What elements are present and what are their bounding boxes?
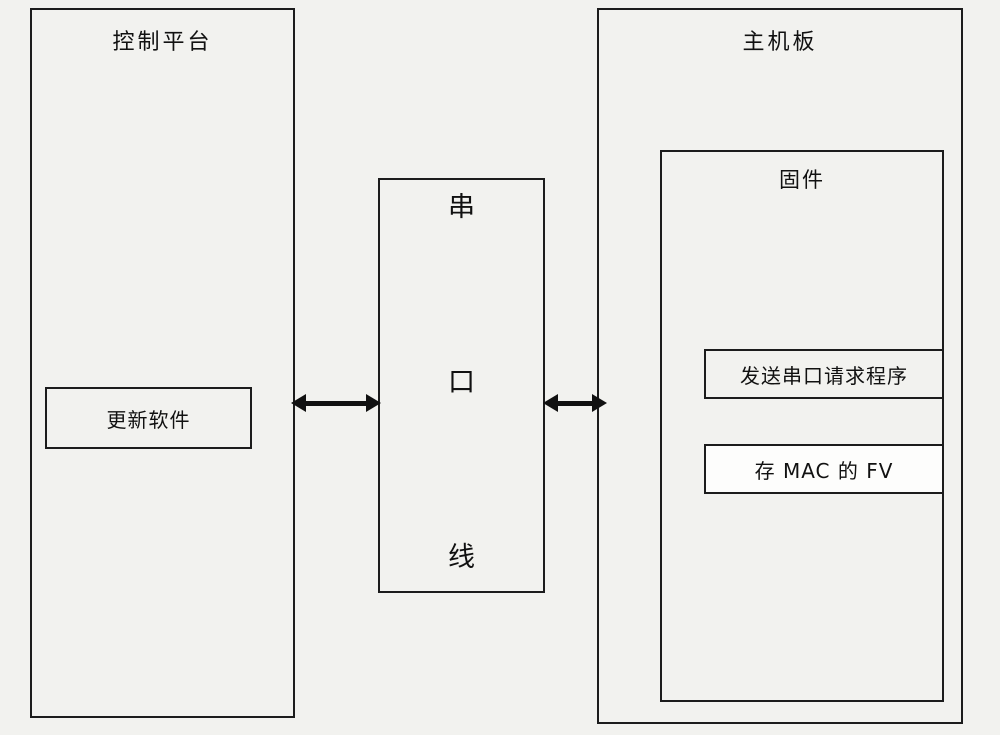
arrow-shaft [558, 400, 592, 406]
arrow-shaft [306, 400, 366, 406]
serial-cable-box: 串 口 线 [378, 178, 545, 593]
mac-fv-box: 存 MAC 的 FV [704, 444, 944, 494]
firmware-box: 固件 发送串口请求程序 存 MAC 的 FV [660, 150, 944, 702]
motherboard-title: 主机板 [742, 30, 818, 55]
serial-cable-char-2: 口 [448, 367, 475, 398]
update-software-box: 更新软件 [45, 387, 252, 449]
update-software-label: 更新软件 [106, 407, 191, 432]
bidirectional-arrow-left [291, 393, 381, 413]
arrowhead-right-icon [592, 394, 607, 412]
send-serial-request-box: 发送串口请求程序 [704, 349, 944, 399]
control-platform-box: 控制平台 更新软件 [30, 8, 295, 718]
send-serial-request-label: 发送串口请求程序 [740, 363, 908, 388]
serial-cable-char-3: 线 [448, 542, 475, 573]
firmware-title: 固件 [779, 168, 825, 192]
serial-cable-char-1: 串 [448, 192, 475, 223]
arrowhead-left-icon [291, 394, 306, 412]
bidirectional-arrow-right [543, 393, 607, 413]
arrowhead-left-icon [543, 394, 558, 412]
control-platform-title: 控制平台 [112, 30, 213, 55]
motherboard-box: 主机板 固件 发送串口请求程序 存 MAC 的 FV [597, 8, 963, 724]
arrowhead-right-icon [366, 394, 381, 412]
mac-fv-label: 存 MAC 的 FV [754, 458, 894, 483]
